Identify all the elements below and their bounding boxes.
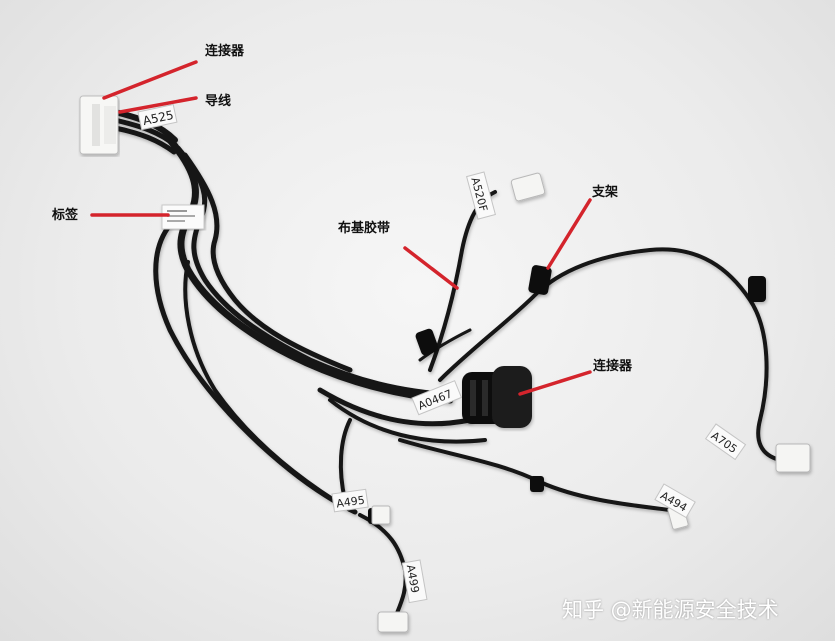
tag-a495: A495 — [336, 494, 366, 511]
label-connector-top: 连接器 — [205, 44, 245, 59]
line-wire — [118, 96, 198, 114]
line-connector-top — [102, 60, 198, 100]
annotation-lines — [90, 60, 592, 396]
line-cloth-tape — [403, 246, 459, 290]
label-connector-mid: 连接器 — [593, 359, 633, 374]
label-cloth-tape: 布基胶带 — [338, 221, 391, 236]
label-tag: 标签 — [52, 208, 79, 223]
label-wire: 导线 — [205, 94, 232, 109]
connector-middle — [462, 366, 532, 428]
tag-a499: A499 — [404, 564, 422, 594]
tag-a525: A525 — [142, 108, 175, 128]
watermark: 知乎 @新能源安全技术 — [562, 598, 779, 622]
label-bracket: 支架 — [592, 185, 619, 200]
tag-flags: A525 A520F A0467 A495 A499 A494 — [137, 103, 747, 604]
wire-bundle — [112, 109, 782, 620]
connector-top — [79, 95, 119, 155]
line-connector-mid — [518, 370, 592, 396]
line-bracket — [546, 198, 592, 270]
label-sticker — [161, 204, 205, 230]
small-connectors — [371, 172, 811, 633]
